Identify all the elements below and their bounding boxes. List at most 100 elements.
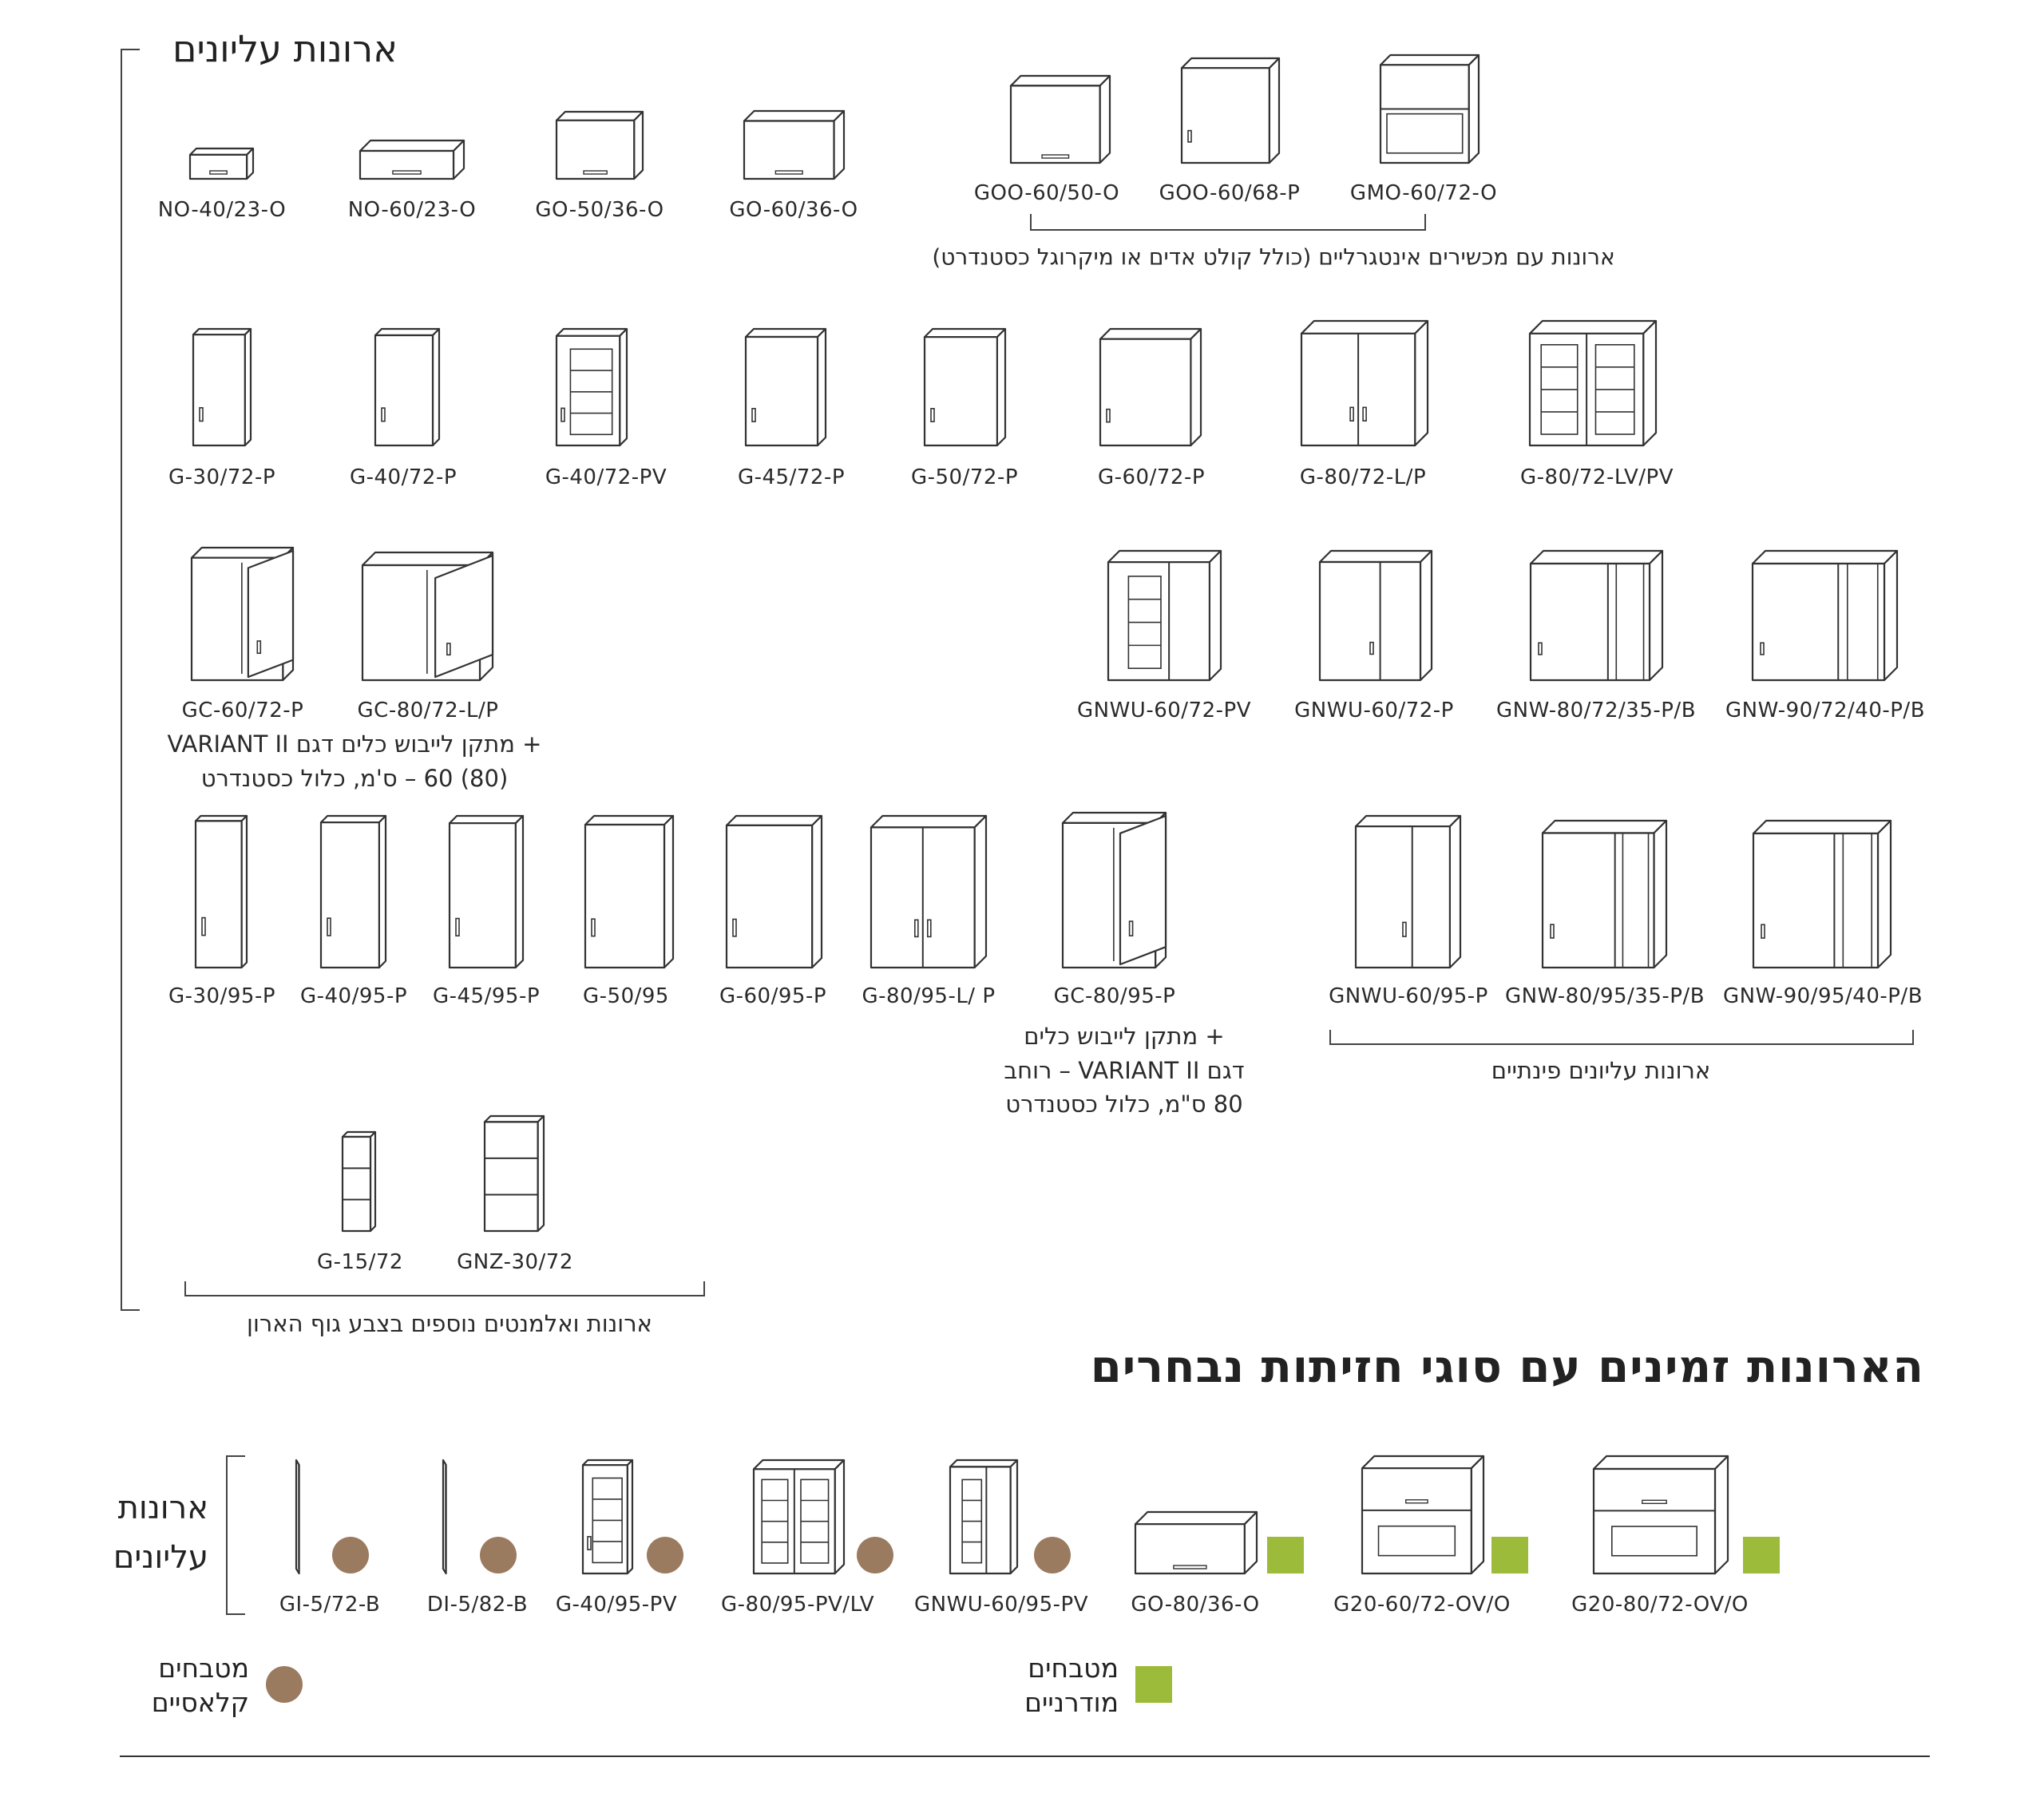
cabinet-top bbox=[1318, 549, 1433, 564]
bracket-upper-section bbox=[121, 49, 140, 1311]
cabinet-drawing bbox=[190, 546, 295, 682]
cabinet-side bbox=[378, 814, 387, 969]
front-style-circle-icon bbox=[1034, 1537, 1071, 1573]
handle-icon bbox=[1128, 920, 1134, 936]
cabinet-front bbox=[555, 334, 621, 447]
cabinet-front bbox=[374, 334, 434, 447]
note-gc72-line1: + מתקן לייבוש כלים דגם VARIANT II bbox=[167, 730, 542, 758]
cabinet-drawing bbox=[361, 551, 494, 682]
cabinet-side bbox=[1448, 814, 1462, 969]
handle-icon bbox=[1349, 406, 1354, 422]
cabinet-front bbox=[725, 824, 814, 969]
cabinet-side bbox=[1009, 1459, 1019, 1575]
cabinet-front bbox=[192, 334, 246, 447]
cabinet-drawing bbox=[1099, 327, 1202, 447]
cabinet-front bbox=[1099, 338, 1192, 447]
front-cabinet-drawing bbox=[1592, 1455, 1729, 1575]
cabinet-top bbox=[319, 814, 387, 824]
cabinet-drawing bbox=[725, 814, 823, 969]
cabinet-top bbox=[1134, 1510, 1258, 1526]
front-code-label: G-80/95-PV/LV bbox=[721, 1593, 874, 1617]
cabinet-drawing bbox=[1528, 319, 1658, 447]
cabinet-drawing bbox=[194, 814, 248, 969]
cabinet-side bbox=[1468, 53, 1480, 164]
cabinet-side bbox=[1642, 319, 1658, 447]
front-style-circle-icon bbox=[647, 1537, 683, 1573]
cabinet-top bbox=[374, 327, 441, 337]
cabinet-top bbox=[1361, 1455, 1485, 1470]
handle-icon bbox=[256, 640, 262, 655]
fronts-side-label: ארונות עליונים bbox=[113, 1483, 208, 1582]
cabinet-top bbox=[1099, 327, 1202, 340]
handle-icon bbox=[392, 170, 422, 175]
front-cabinet-drawing bbox=[949, 1459, 1019, 1575]
legend-classic-line1: מטבחים bbox=[158, 1653, 249, 1684]
cabinet-code-label: G-60/72-P bbox=[1097, 465, 1206, 489]
open-door bbox=[247, 549, 295, 679]
note-gc72-line2: (80) 60 – ס'מ, כלול כסטנדרט bbox=[200, 765, 509, 792]
handle-icon bbox=[1362, 406, 1367, 422]
cabinet-front bbox=[743, 120, 835, 180]
cabinet-side bbox=[431, 327, 441, 447]
cabinet-code-label: GNW-90/72/40-P/B bbox=[1725, 699, 1926, 722]
cabinet-code-label: G-80/72-LV/PV bbox=[1520, 465, 1674, 489]
cabinet-drawing bbox=[1107, 549, 1222, 682]
cabinet-front bbox=[194, 820, 243, 969]
cabinet-front bbox=[448, 822, 517, 969]
cabinet-drawing bbox=[555, 327, 628, 447]
cabinet-code-label: G-80/72-L/P bbox=[1299, 465, 1427, 489]
cabinet-side bbox=[1414, 319, 1429, 447]
cabinet-side bbox=[1243, 1510, 1258, 1575]
cabinet-drawing bbox=[374, 327, 441, 447]
front-code-label: G20-80/72-OV/O bbox=[1571, 1593, 1749, 1617]
cabinet-drawing bbox=[1529, 549, 1664, 682]
legend-modern-line2: מודרניים bbox=[1024, 1687, 1119, 1718]
cabinet-code-label: G-50/95 bbox=[583, 984, 669, 1008]
cabinet-code-label: GMO-60/72-O bbox=[1349, 181, 1498, 205]
cabinet-code-label: G-30/72-P bbox=[168, 465, 276, 489]
cabinet-front bbox=[1592, 1467, 1717, 1575]
cabinet-top bbox=[869, 814, 988, 829]
cabinet-code-label: GOO-60/68-P bbox=[1159, 181, 1301, 205]
handle-icon bbox=[914, 919, 919, 938]
cabinet-side bbox=[537, 1114, 545, 1233]
front-code-label: GNWU-60/95-PV bbox=[914, 1593, 1088, 1617]
open-door bbox=[1119, 814, 1167, 966]
handle-icon bbox=[446, 643, 451, 656]
cabinet-drawing bbox=[744, 327, 827, 447]
cabinet-code-label: G-60/95-P bbox=[719, 984, 827, 1008]
handle-icon bbox=[209, 170, 228, 175]
handle-icon bbox=[1761, 924, 1765, 939]
group-caption-extras: ארונות ואלמנטים נוספים בצבע גוף הארון bbox=[247, 1310, 652, 1337]
handle-icon bbox=[1187, 129, 1192, 143]
cabinet-top bbox=[1180, 57, 1281, 69]
cabinet-drawing bbox=[869, 814, 988, 969]
front-cabinet-drawing bbox=[1134, 1510, 1258, 1575]
cabinet-side bbox=[1713, 1455, 1729, 1575]
cabinet-side bbox=[246, 147, 255, 180]
cabinet-drawing bbox=[1061, 811, 1167, 969]
cabinet-top bbox=[188, 147, 255, 156]
cabinet-code-label: NO-40/23-O bbox=[157, 198, 287, 222]
cabinet-drawing bbox=[1354, 814, 1462, 969]
cabinet-drawing bbox=[358, 139, 465, 180]
cabinet-top bbox=[555, 110, 644, 121]
cabinet-top bbox=[584, 814, 675, 826]
handle-icon bbox=[381, 407, 386, 422]
front-style-square-icon bbox=[1491, 1537, 1528, 1573]
cabinet-code-label: G-45/72-P bbox=[737, 465, 846, 489]
cabinet-drawing bbox=[319, 814, 387, 969]
cabinet-side bbox=[1648, 549, 1664, 682]
cabinet-front bbox=[1318, 560, 1422, 682]
front-cabinet-drawing bbox=[295, 1459, 300, 1575]
cabinet-top bbox=[448, 814, 525, 825]
legend-modern-square-icon bbox=[1135, 1666, 1172, 1703]
note-gc95-line3: 80 ס"מ, כלול כסטנדרט bbox=[1005, 1091, 1243, 1118]
cabinet-front bbox=[555, 119, 636, 180]
cabinet-code-label: GNWU-60/72-PV bbox=[1077, 699, 1251, 722]
cabinet-code-label: NO-60/23-O bbox=[347, 198, 477, 222]
cabinet-side bbox=[1653, 819, 1668, 969]
handle-icon bbox=[561, 407, 565, 422]
cabinet-code-label: GNW-80/95/35-P/B bbox=[1504, 984, 1705, 1008]
cabinet-top bbox=[1541, 819, 1668, 834]
